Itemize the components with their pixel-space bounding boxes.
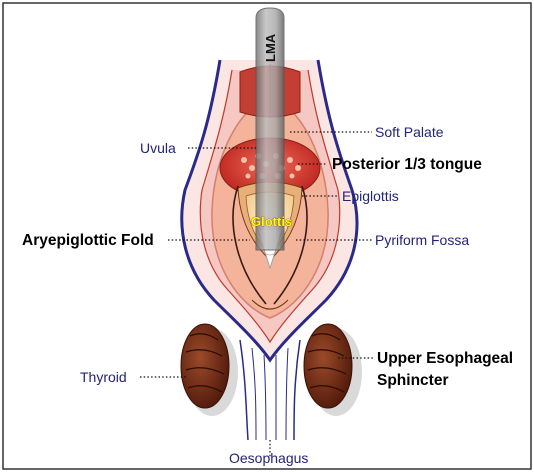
lma-label: LMA [263, 33, 278, 62]
label-soft-palate: Soft Palate [375, 124, 444, 140]
label-uvula: Uvula [140, 140, 176, 156]
label-posterior-tongue: Posterior 1/3 tongue [332, 156, 482, 173]
label-aryepiglottic-fold: Aryepiglottic Fold [22, 232, 154, 249]
label-thyroid: Thyroid [80, 369, 127, 385]
label-sphincter: Sphincter [377, 372, 448, 389]
label-pyriform-fossa: Pyriform Fossa [375, 232, 469, 248]
label-epiglottis: Epiglottis [342, 188, 399, 204]
thyroid-right [304, 324, 362, 416]
label-upper-esophageal: Upper Esophageal [377, 350, 513, 367]
label-oesophagus: Oesophagus [229, 450, 308, 466]
thyroid-left [181, 324, 238, 416]
glottis-label: Glottis [251, 214, 292, 229]
